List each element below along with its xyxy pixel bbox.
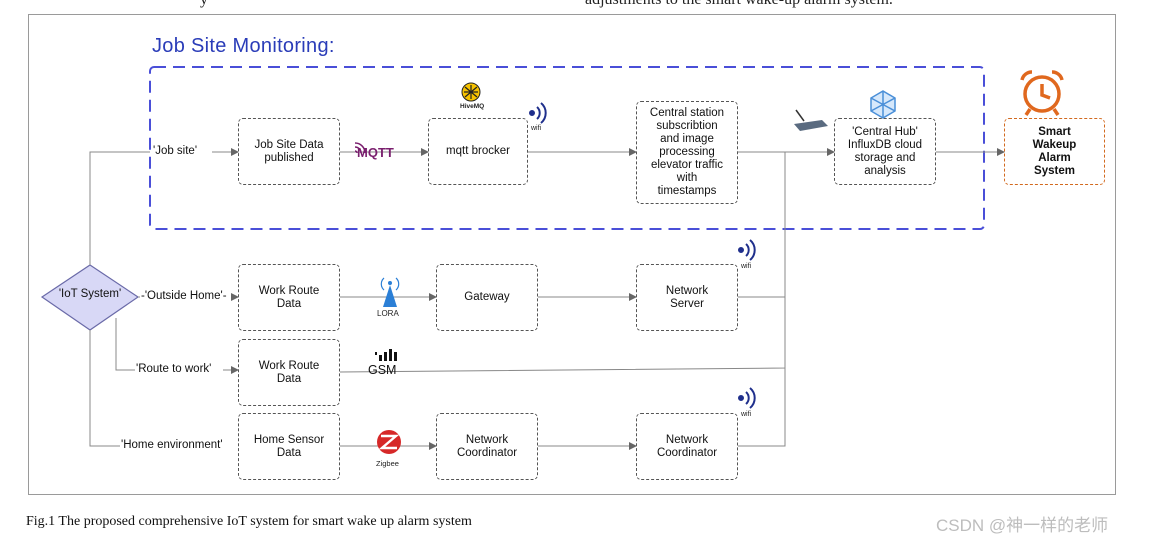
watermark: CSDN @神一样的老师 [936,516,1109,535]
smart-wakeup-alarm-box: Smart Wakeup Alarm System [1004,118,1105,185]
wifi-icon-coordinator [738,387,756,409]
alarm-clock-icon [1020,70,1064,116]
wifi-icon-mqtt [529,102,547,124]
branch-label-outside-home: -'Outside Home'- [140,290,228,302]
home-sensor-data-box: Home Sensor Data [238,413,340,480]
branch-label-home-environment: 'Home environment' [120,439,224,451]
job-site-region [149,66,985,230]
work-route-data-box-1: Work Route Data [238,264,340,331]
figure-caption: Fig.1 The proposed comprehensive IoT sys… [26,514,472,529]
wifi-label-1: wifi [531,125,542,132]
mqtt-broker-box: mqtt brocker [428,118,528,185]
work-route-data-box-2: Work Route Data [238,339,340,406]
diagram-title: Job Site Monitoring: [152,35,335,57]
lora-label: LORA [377,309,399,318]
header-text: adjustments to the smart wake-up alarm s… [585,0,893,9]
mqtt-icon [354,142,366,154]
branch-label-job-site: 'Job site' [152,145,199,157]
branch-label-route-to-work: 'Route to work' [135,363,213,375]
hivemq-label: HiveMQ [460,103,485,110]
wifi-label-3: wifi [741,411,752,418]
zigbee-label: Zigbee [376,459,399,468]
hivemq-icon [461,82,481,102]
gsm-label: GSM [368,363,397,377]
network-coordinator-box-2: Network Coordinator [636,413,738,480]
iot-system-label: 'IoT System' [58,288,122,300]
central-hub-box: 'Central Hub' InfluxDB cloud storage and… [834,118,936,185]
header-fragment: y [200,0,208,9]
gsm-signal-icon [375,349,397,361]
job-site-data-box: Job Site Data published [238,118,340,185]
central-station-box: Central station subscribtion and image p… [636,101,738,204]
router-icon [794,109,828,131]
mqtt-label: MQTT [357,145,394,160]
gateway-box: Gateway [436,264,538,331]
zigbee-icon [377,430,401,454]
wifi-icon-network-server [738,239,756,261]
figure-frame [28,14,1116,495]
wifi-label-2: wifi [741,263,752,270]
influxdb-icon [870,90,896,119]
lora-antenna-icon [380,277,400,307]
network-server-box: Network Server [636,264,738,331]
network-coordinator-box-1: Network Coordinator [436,413,538,480]
